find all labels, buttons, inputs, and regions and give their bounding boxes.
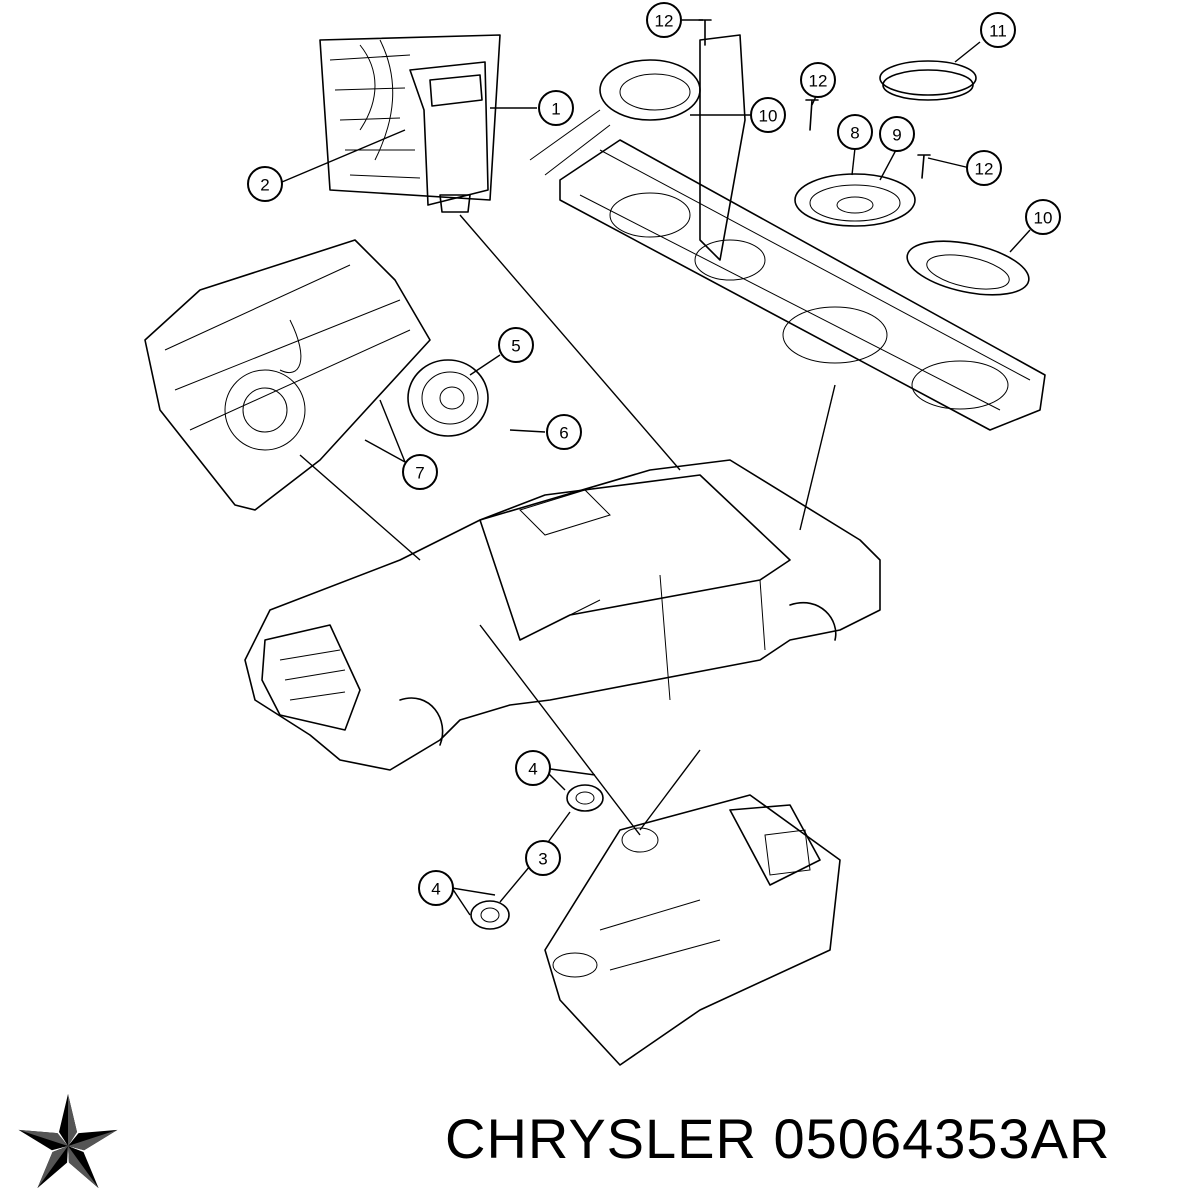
svg-text:12: 12 — [655, 12, 674, 31]
svg-text:12: 12 — [809, 72, 828, 91]
svg-text:8: 8 — [850, 124, 859, 143]
brand-footer: CHRYSLER 05064353AR — [0, 1088, 1200, 1189]
callout-4-lower: 4 — [418, 870, 454, 906]
callout-10-upper: 10 — [750, 97, 786, 133]
rear-parcel-shelf-illustration — [529, 34, 1046, 431]
callout-12-right: 12 — [966, 150, 1002, 186]
svg-text:3: 3 — [538, 850, 547, 869]
callout-7: 7 — [402, 454, 438, 490]
speaker-10-lower-illustration — [906, 240, 1030, 296]
callout-10-lower: 10 — [1025, 199, 1061, 235]
brand-part-number: CHRYSLER 05064353AR — [445, 1107, 1111, 1170]
callout-11: 11 — [980, 12, 1016, 48]
callout-12-top: 12 — [646, 2, 682, 38]
svg-text:2: 2 — [260, 176, 269, 195]
callout-8: 8 — [837, 114, 873, 150]
chrysler-pentastar-logo-icon — [18, 1094, 118, 1189]
speaker-8-illustration — [794, 173, 916, 227]
front-door-panel-illustration — [144, 239, 431, 511]
svg-text:10: 10 — [759, 107, 778, 126]
svg-text:1: 1 — [551, 100, 560, 119]
speaker-ring-11-illustration — [879, 60, 977, 101]
callout-6: 6 — [546, 414, 582, 450]
svg-text:11: 11 — [989, 22, 1007, 41]
instrument-panel-illustration — [544, 794, 841, 1066]
amplifier-illustration — [319, 34, 501, 213]
speaker-10-upper-illustration — [599, 59, 701, 121]
door-speaker-5-illustration — [407, 359, 489, 437]
sedan-body-illustration — [244, 459, 881, 771]
leader-lines — [281, 19, 1031, 916]
callout-4-upper: 4 — [515, 750, 551, 786]
callout-5: 5 — [498, 327, 534, 363]
tweeter-3-illustrations — [470, 784, 604, 930]
callout-2: 2 — [247, 166, 283, 202]
callout-3: 3 — [525, 840, 561, 876]
svg-text:4: 4 — [528, 760, 537, 779]
svg-text:9: 9 — [892, 126, 901, 145]
svg-text:4: 4 — [431, 880, 440, 899]
svg-text:5: 5 — [511, 337, 520, 356]
callout-12-middle: 12 — [800, 62, 836, 98]
svg-text:6: 6 — [559, 424, 568, 443]
svg-text:7: 7 — [415, 464, 424, 483]
svg-text:12: 12 — [975, 160, 994, 179]
callout-1: 1 — [538, 90, 574, 126]
svg-text:10: 10 — [1034, 209, 1053, 228]
callout-9: 9 — [879, 116, 915, 152]
